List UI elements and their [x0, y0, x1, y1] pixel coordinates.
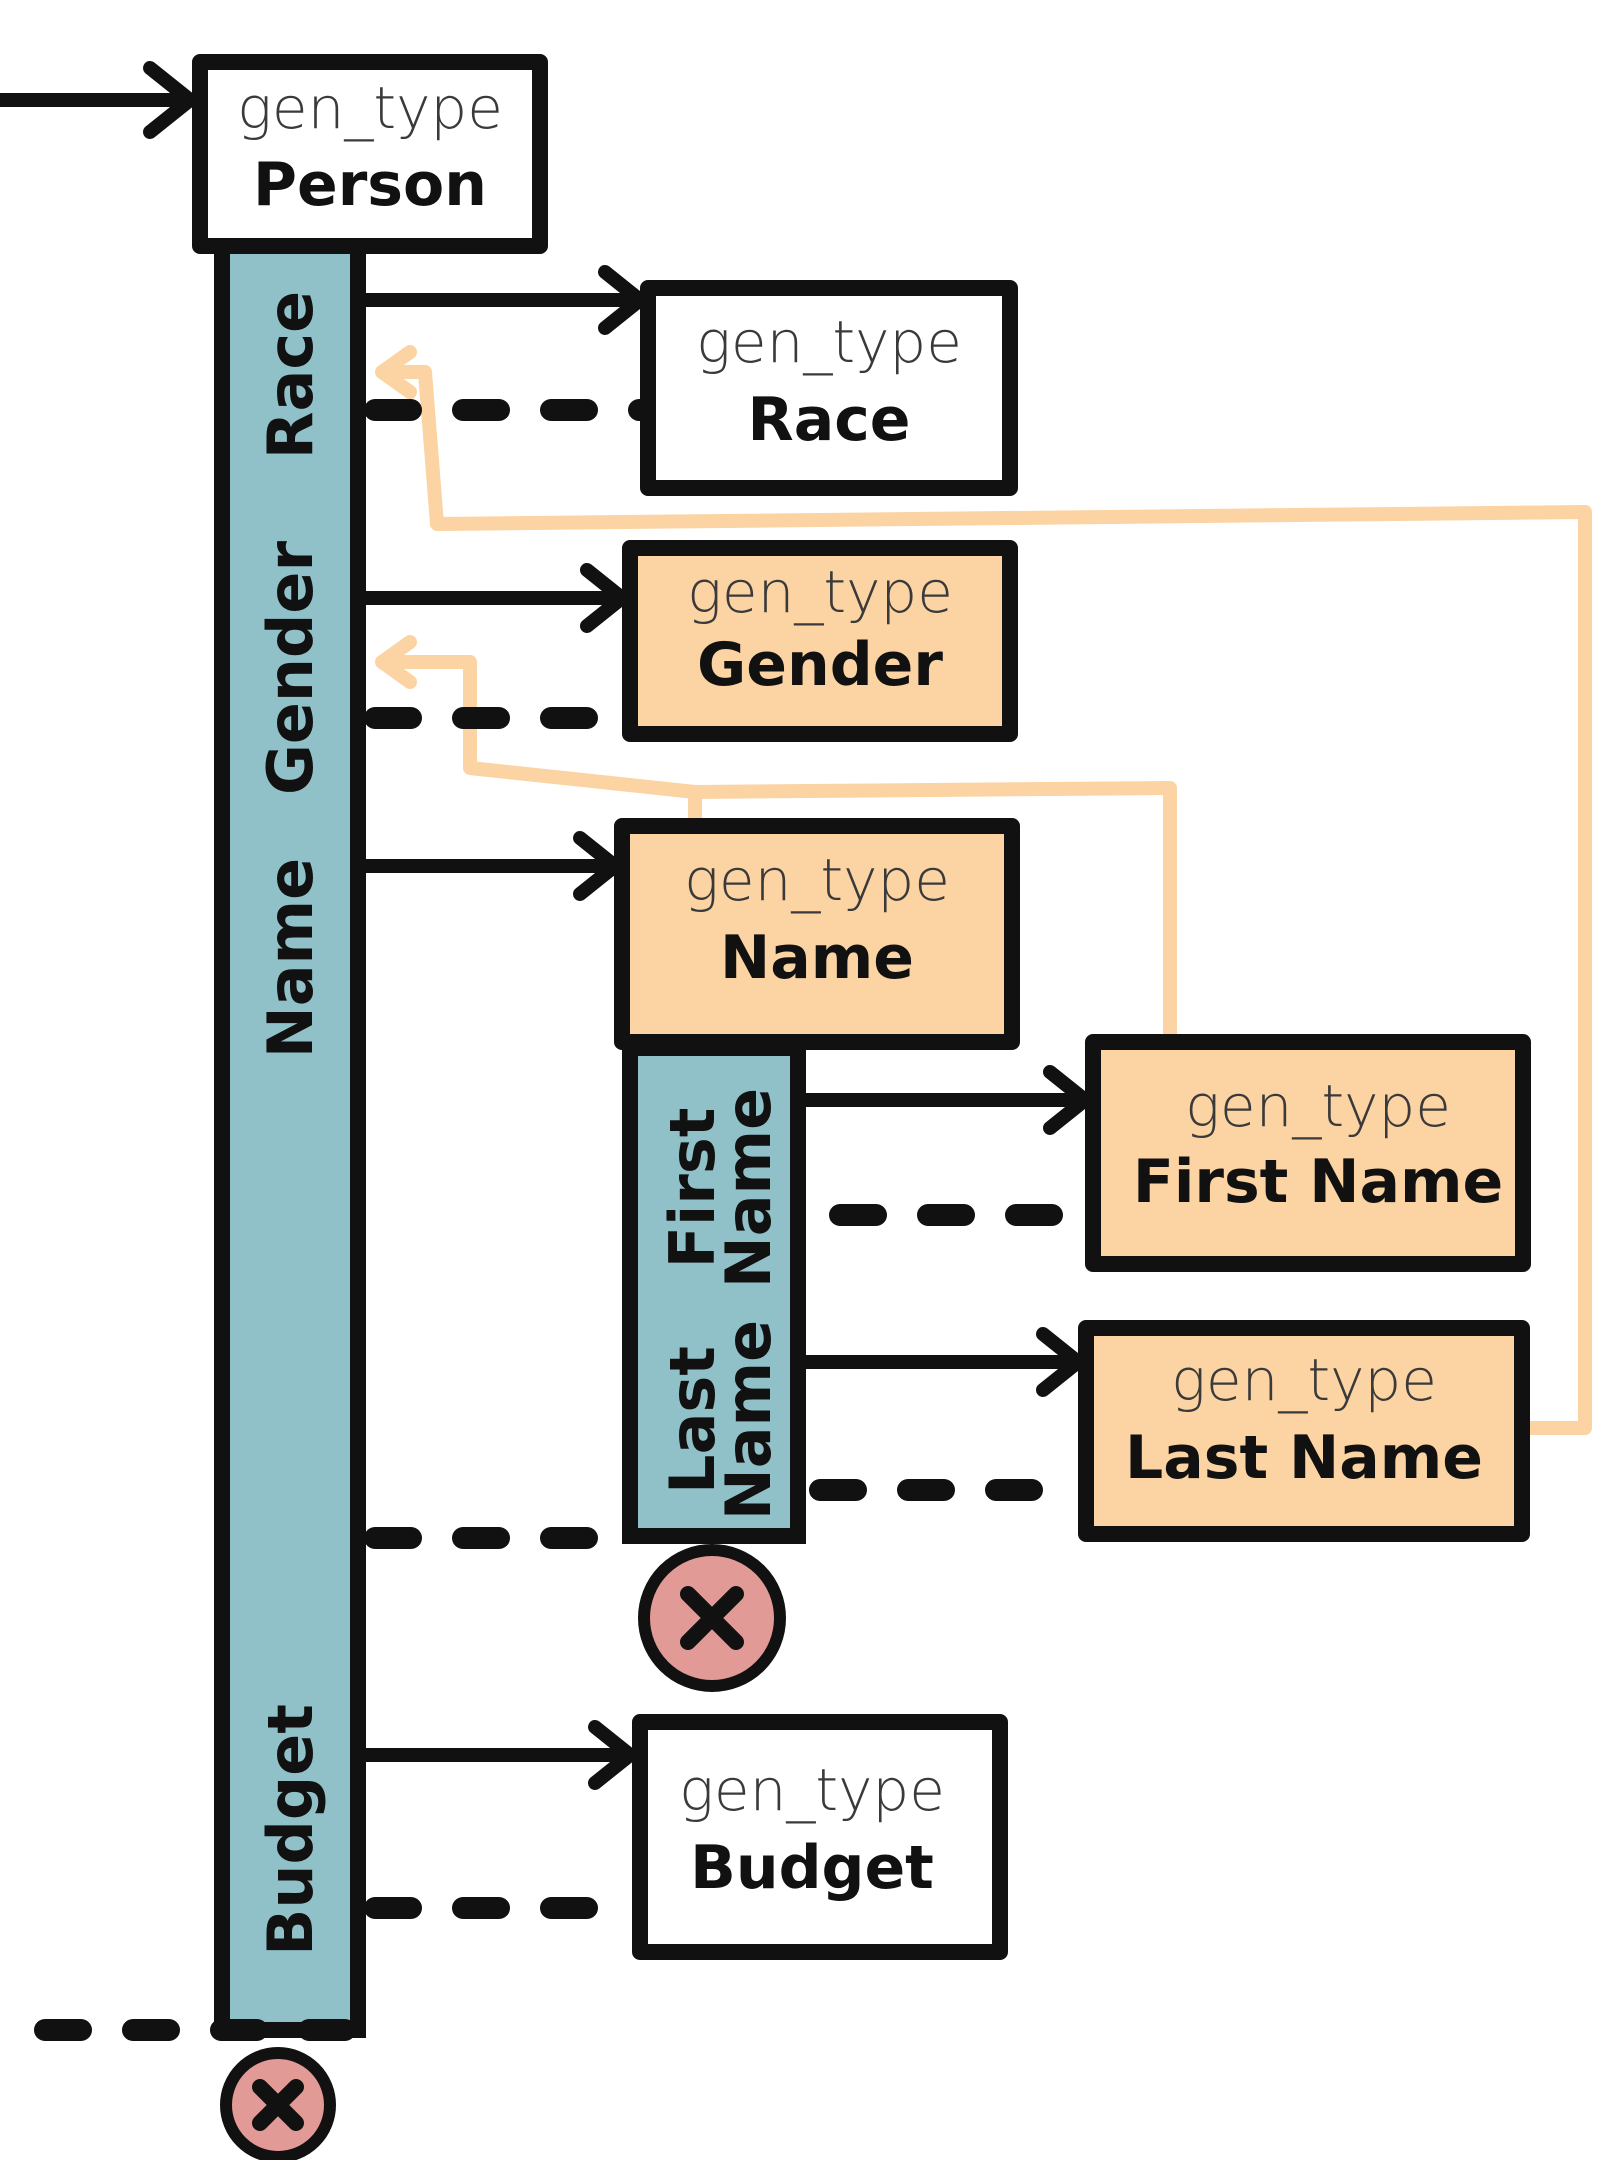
last-name-title: Last Name [1125, 1423, 1483, 1493]
budget-box: gen_type Budget [632, 1714, 1008, 1960]
name-title: Name [720, 923, 914, 993]
person-kind-label: gen_type [237, 74, 503, 142]
name-lifeline [622, 1040, 806, 1544]
person-stop-marker [220, 2047, 336, 2160]
lane-label-race: Race [254, 291, 327, 459]
budget-call-arrowhead [588, 1720, 637, 1790]
last-name-kind-label: gen_type [1171, 1346, 1437, 1414]
person-title: Person [253, 150, 487, 220]
race-title: Race [748, 385, 911, 455]
budget-title: Budget [690, 1833, 934, 1903]
lastname-to-race-dependency [383, 365, 1592, 1435]
race-box: gen_type Race [640, 280, 1018, 496]
incoming-call-arrowhead [143, 61, 197, 139]
first-name-kind-label: gen_type [1185, 1072, 1451, 1140]
lane-label-name: Name [254, 858, 327, 1058]
gender-box: gen_type Gender [622, 540, 1018, 742]
name-box: gen_type Name [614, 818, 1020, 1050]
name-stop-marker [638, 1544, 786, 1692]
lane-label-first-line1: First [656, 1108, 729, 1269]
gender-title: Gender [697, 630, 943, 700]
arrowhead-race-dependency [375, 345, 417, 399]
race-kind-label: gen_type [696, 308, 962, 376]
person-lifeline [214, 238, 366, 2038]
lane-label-first-line2: Name [712, 1088, 785, 1288]
first-name-title: First Name [1133, 1147, 1503, 1217]
lane-label-last-line2: Name [712, 1320, 785, 1520]
lane-label-budget: Budget [254, 1704, 327, 1956]
firstname-to-gender-dependency [688, 781, 1177, 1049]
name-kind-label: gen_type [684, 846, 950, 914]
first-name-box: gen_type First Name [1085, 1034, 1531, 1272]
arrowhead-gender-dependency [375, 635, 417, 689]
last-name-box: gen_type Last Name [1078, 1320, 1530, 1542]
lane-label-last-line1: Last [656, 1346, 729, 1494]
budget-kind-label: gen_type [679, 1756, 945, 1824]
lane-label-gender: Gender [254, 541, 327, 796]
gender-kind-label: gen_type [687, 558, 953, 626]
person-box: gen_type Person [192, 54, 548, 254]
